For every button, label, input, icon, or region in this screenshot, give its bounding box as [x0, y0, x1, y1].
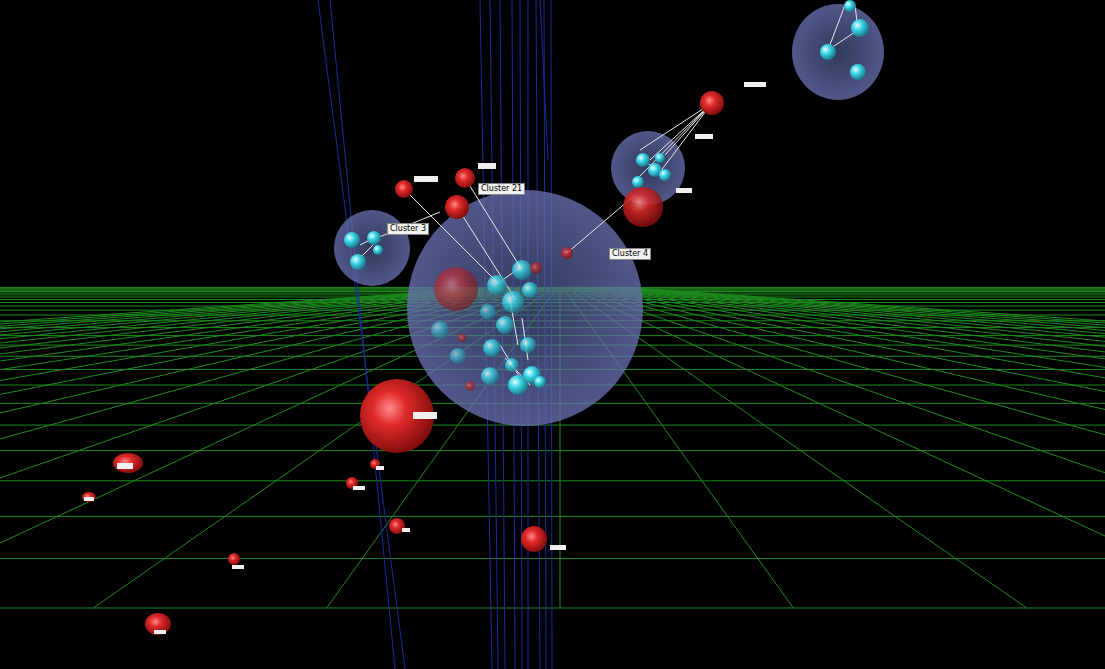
member-spheres: [344, 0, 869, 395]
cluster-bubble: [792, 4, 884, 100]
link-lines: [356, 5, 858, 385]
cluster-label: Cluster 21: [478, 183, 525, 195]
tiny-tags: [84, 82, 766, 634]
cluster-bubble: [407, 190, 643, 426]
cluster-spheres: [82, 91, 724, 635]
cluster-label: Cluster 3: [387, 223, 429, 235]
cluster-bubble: [334, 210, 410, 286]
cluster-label: Cluster 4: [609, 248, 651, 260]
